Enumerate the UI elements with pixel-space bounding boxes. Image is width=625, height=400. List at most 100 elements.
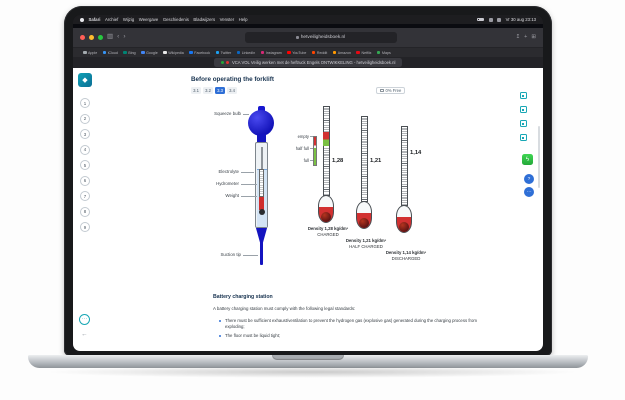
leader-line (310, 160, 313, 161)
caption-density: Density 1,28 kg/dm³ (307, 226, 349, 231)
leader-line (243, 254, 258, 256)
control-center-icon[interactable] (497, 17, 502, 22)
macos-menubar: Safari Archief Wijzig Weergave Geschiede… (73, 15, 543, 24)
caption-density: Density 1,14 kg/dm³ (385, 250, 427, 255)
apple-logo-icon[interactable] (80, 17, 84, 22)
page-chip-3-1[interactable]: 3.1 (191, 87, 201, 94)
favicon (215, 50, 220, 55)
tab-bar: VCA VOL Veilig werken met de heftruck En… (73, 57, 543, 68)
menu-archief[interactable]: Archief (104, 17, 119, 22)
caption-charged: Density 1,28 kg/dm³ CHARGED (296, 226, 360, 237)
desktop-wallpaper-strip (73, 24, 543, 28)
sidebar-chapter-8[interactable]: 8 (80, 206, 90, 217)
glass-tube (255, 142, 268, 228)
bookmark-label: YouTube (292, 50, 307, 55)
label-full: full (303, 157, 309, 163)
bullet-item: There must be sufficient exhaust/ventila… (219, 318, 491, 330)
bookmark-item[interactable]: Netflix (356, 51, 371, 55)
bookmark-item[interactable]: Amazon (332, 50, 351, 55)
chat-button[interactable]: ⋯ (79, 314, 90, 325)
sidebar-chapter-1[interactable]: 1 (80, 98, 90, 108)
bookmark-label: iCloud (107, 50, 118, 55)
favicon (83, 50, 87, 55)
favicon (102, 50, 107, 55)
fullscreen-icon[interactable] (520, 120, 527, 127)
laptop-base (28, 355, 588, 368)
float-red-band (259, 197, 265, 210)
page-content: ◆ 1 2 3 4 5 6 7 8 9 ⋯ ← Before operating… (73, 68, 543, 351)
sidebar-chapter-6[interactable]: 6 (80, 175, 90, 186)
sidebar-chapter-5[interactable]: 5 (80, 160, 90, 170)
bookmark-item[interactable]: Facebook (189, 51, 210, 55)
download-icon[interactable] (520, 106, 527, 113)
menu-venster[interactable]: Venster (219, 17, 235, 22)
back-icon[interactable]: ‹ (117, 33, 120, 41)
suction-cone (255, 227, 268, 243)
favicon (356, 50, 360, 55)
page-chip-3-4[interactable]: 3.4 (227, 87, 237, 94)
sidebar-chapter-4[interactable]: 4 (80, 144, 90, 155)
minimize-window-button[interactable] (89, 35, 94, 40)
page-chip-3-2[interactable]: 3.2 (203, 87, 213, 94)
wifi-icon[interactable] (488, 17, 493, 22)
float-stem (261, 147, 263, 171)
active-tab[interactable]: VCA VOL Veilig werken met de heftruck En… (213, 58, 403, 67)
help-button[interactable]: ? (524, 174, 534, 184)
favicon (236, 50, 241, 55)
tab-overview-icon[interactable]: ⊞ (531, 33, 536, 40)
bookmark-item[interactable]: Google (141, 51, 158, 55)
bookmark-item[interactable]: Apple (83, 51, 97, 55)
menu-bladwijzers[interactable]: Bladwijzers (193, 17, 216, 22)
sidebar-chapter-7[interactable]: 7 (80, 191, 90, 201)
print-icon[interactable] (520, 92, 527, 99)
bookmark-item[interactable]: LinkedIn (236, 50, 256, 55)
back-arrow-icon[interactable]: ← (81, 331, 88, 338)
bookmark-item[interactable]: Maps (376, 51, 391, 55)
site-logo[interactable]: ◆ (78, 73, 92, 87)
mail-icon[interactable] (520, 134, 527, 141)
more-button[interactable]: ⋯ (524, 187, 534, 197)
bookmark-item[interactable]: Wikipedia (163, 51, 184, 55)
address-bar[interactable]: hetveiligheidsboek.nl (244, 32, 397, 43)
bookmark-label: LinkedIn (241, 50, 256, 55)
bookmark-item[interactable]: Instagram (260, 50, 282, 55)
new-tab-icon[interactable]: + (524, 33, 528, 40)
forward-icon[interactable]: › (123, 33, 126, 41)
laptop-base-notch (272, 355, 344, 360)
free-progress-chip[interactable]: 0% Free (376, 87, 406, 94)
page-chip-3-3-active[interactable]: 3.3 (215, 87, 225, 94)
menubar-app-name[interactable]: Safari (88, 17, 101, 22)
sidebar-chapter-3[interactable]: 3 (80, 129, 90, 139)
bookmark-item[interactable]: Twitter (215, 50, 231, 55)
hydrometer-stem (360, 116, 368, 202)
bookmark-item[interactable]: iCloud (102, 50, 118, 55)
bookmark-item[interactable]: Bing (123, 51, 136, 55)
tab-title: VCA VOL Veilig werken met de heftruck En… (231, 60, 396, 65)
menu-geschiedenis[interactable]: Geschiedenis (162, 17, 189, 22)
scrollbar[interactable] (538, 126, 540, 188)
bookmark-item[interactable]: Reddit (311, 50, 327, 55)
laptop-shadow (44, 366, 580, 378)
browser-toolbar: ▥ ‹ › hetveiligheidsboek.nl ↥ + ⊞ (73, 28, 543, 48)
menu-help[interactable]: Help (238, 17, 248, 22)
bookmark-label: Instagram (265, 50, 282, 55)
charger-widget-icon[interactable]: ϟ (522, 154, 533, 165)
sidebar-toggle-icon[interactable]: ▥ (107, 33, 114, 41)
sidebar-chapter-2[interactable]: 2 (80, 113, 90, 124)
sidebar-chapter-9[interactable]: 9 (80, 222, 90, 232)
caption-state: HALF CHARGED (349, 243, 383, 249)
favicon (332, 50, 337, 55)
zoom-window-button[interactable] (98, 35, 103, 40)
menubar-clock[interactable]: Vr 30 aug 23:13 (505, 17, 536, 22)
favicon (311, 50, 316, 55)
suction-tube (260, 242, 263, 265)
menu-weergave[interactable]: Weergave (138, 17, 159, 22)
hydrometer-weight-ball (321, 212, 331, 222)
bookmark-item[interactable]: YouTube (287, 51, 306, 55)
share-icon[interactable]: ↥ (515, 33, 521, 40)
float-body (259, 169, 265, 197)
close-window-button[interactable] (80, 35, 85, 40)
caption-discharged: Density 1,14 kg/dm³ DISCHARGED (374, 250, 438, 261)
hydrometer-weight-ball (359, 218, 369, 228)
menu-wijzig[interactable]: Wijzig (122, 17, 135, 22)
